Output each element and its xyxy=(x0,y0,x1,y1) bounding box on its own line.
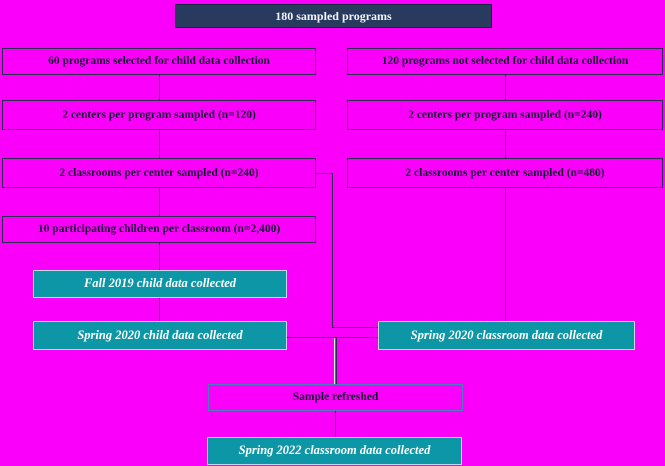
connector-spring2020-bridge xyxy=(287,337,378,338)
connector-left-row4-row5 xyxy=(159,188,160,216)
node-60-programs-selected: 60 programs selected for child data coll… xyxy=(2,48,316,75)
node-right-classrooms-sampled: 2 classrooms per center sampled (n=480) xyxy=(347,158,663,188)
connector-left-row3-row4 xyxy=(159,130,160,158)
node-180-sampled-programs: 180 sampled programs xyxy=(175,4,492,28)
connector-left-row2-row3 xyxy=(159,75,160,100)
connector-right-row2-row3 xyxy=(505,75,506,100)
node-right-centers-sampled: 2 centers per program sampled (n=240) xyxy=(347,100,663,130)
connector-right-row3-row4 xyxy=(505,130,506,158)
node-fall-2019-child-data: Fall 2019 child data collected xyxy=(33,270,287,298)
node-sample-refreshed: Sample refreshed xyxy=(208,384,463,411)
node-left-centers-sampled: 2 centers per program sampled (n=120) xyxy=(2,100,316,130)
connector-right-row4-spring2020 xyxy=(505,188,506,321)
node-120-programs-not-selected: 120 programs not selected for child data… xyxy=(347,48,663,75)
connector-elbow-horizontal-bottom xyxy=(332,327,378,328)
connector-left-row5-fall2019 xyxy=(159,243,160,270)
node-spring-2022-classroom-data: Spring 2022 classroom data collected xyxy=(207,437,462,465)
node-spring-2020-child-data: Spring 2020 child data collected xyxy=(33,321,287,350)
connector-elbow-vertical xyxy=(332,173,333,328)
node-participating-children: 10 participating children per classroom … xyxy=(2,216,316,243)
node-spring-2020-classroom-data: Spring 2020 classroom data collected xyxy=(378,321,635,350)
connector-bridge-to-refreshed xyxy=(336,338,337,384)
connector-elbow-horizontal-top xyxy=(316,173,333,174)
connector-fall2019-spring2020 xyxy=(159,298,160,321)
connector-bridge-down-highlight xyxy=(334,338,335,384)
node-left-classrooms-sampled: 2 classrooms per center sampled (n=240) xyxy=(2,158,316,188)
connector-refreshed-spring2022 xyxy=(335,411,336,437)
